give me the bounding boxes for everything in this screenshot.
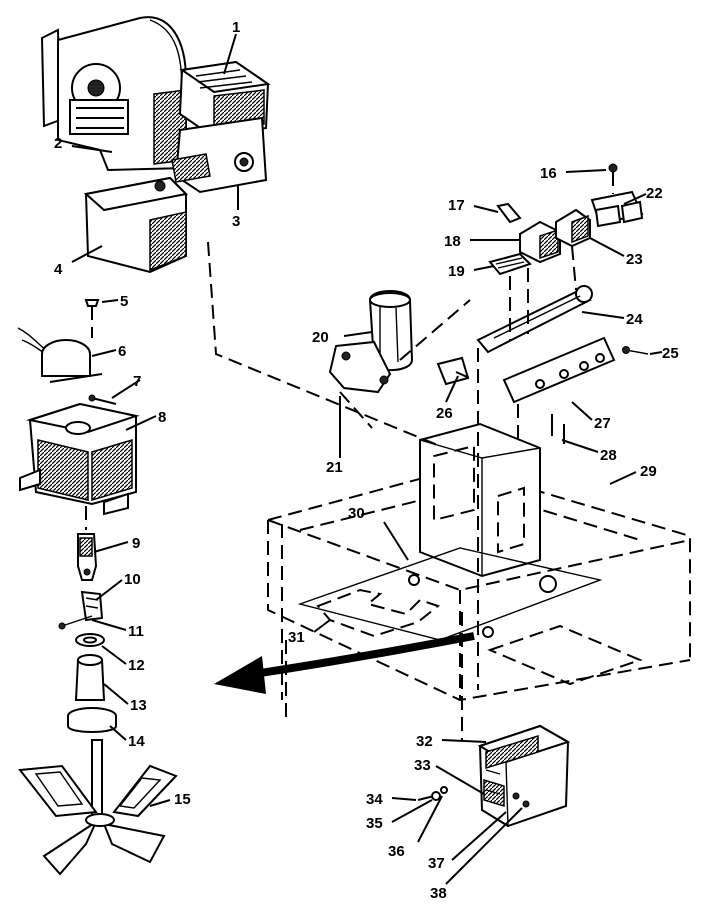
- callout-11: 11: [128, 623, 144, 640]
- callout-28: 28: [600, 447, 617, 464]
- callout-35: 35: [366, 815, 383, 832]
- callout-3: 3: [232, 213, 240, 230]
- callout-10: 10: [124, 571, 141, 588]
- callout-13: 13: [130, 697, 147, 714]
- connector-lines: [207, 241, 577, 740]
- blower-assembly: [40, 16, 187, 172]
- callout-9: 9: [132, 535, 140, 552]
- callout-18: 18: [444, 233, 461, 250]
- transformer-assembly: [417, 724, 571, 828]
- callout-17: 17: [448, 197, 465, 214]
- callout-1: 1: [232, 19, 240, 36]
- callout-12: 12: [128, 657, 145, 674]
- callout-14: 14: [128, 733, 145, 750]
- callout-26: 26: [436, 405, 453, 422]
- callout-33: 33: [414, 757, 431, 774]
- callout-2: 2: [54, 135, 62, 152]
- callout-4: 4: [54, 261, 63, 278]
- leader-lines: [71, 33, 663, 885]
- callout-15: 15: [174, 791, 191, 808]
- callout-27: 27: [594, 415, 611, 432]
- callout-labels: 1 2 3 4 5 6 7 8 9 10 11 12 13 14 15 16 1…: [54, 19, 679, 902]
- callout-21: 21: [326, 459, 343, 476]
- callout-36: 36: [388, 843, 405, 860]
- right-upper-parts: [436, 163, 649, 444]
- callout-22: 22: [646, 185, 663, 202]
- direction-arrow: [214, 632, 475, 694]
- callout-19: 19: [448, 263, 465, 280]
- magnetron-part-1: [178, 60, 271, 138]
- callout-6: 6: [118, 343, 126, 360]
- callout-29: 29: [640, 463, 657, 480]
- callout-20: 20: [312, 329, 329, 346]
- stirrer-assembly: [17, 299, 178, 876]
- callout-8: 8: [158, 409, 166, 426]
- callout-16: 16: [540, 165, 557, 182]
- callout-38: 38: [430, 885, 447, 902]
- capacitor-assembly: [328, 290, 414, 394]
- waveguide-block: [171, 116, 268, 194]
- callout-30: 30: [348, 505, 365, 522]
- callout-5: 5: [120, 293, 128, 310]
- duct-part-4: [83, 176, 189, 274]
- callout-7: 7: [133, 373, 141, 390]
- callout-34: 34: [366, 791, 383, 808]
- callout-31: 31: [288, 629, 305, 646]
- callout-37: 37: [428, 855, 445, 872]
- callout-25: 25: [662, 345, 679, 362]
- callout-24: 24: [626, 311, 643, 328]
- callout-23: 23: [626, 251, 643, 268]
- callout-32: 32: [416, 733, 433, 750]
- oven-chassis: [267, 422, 691, 702]
